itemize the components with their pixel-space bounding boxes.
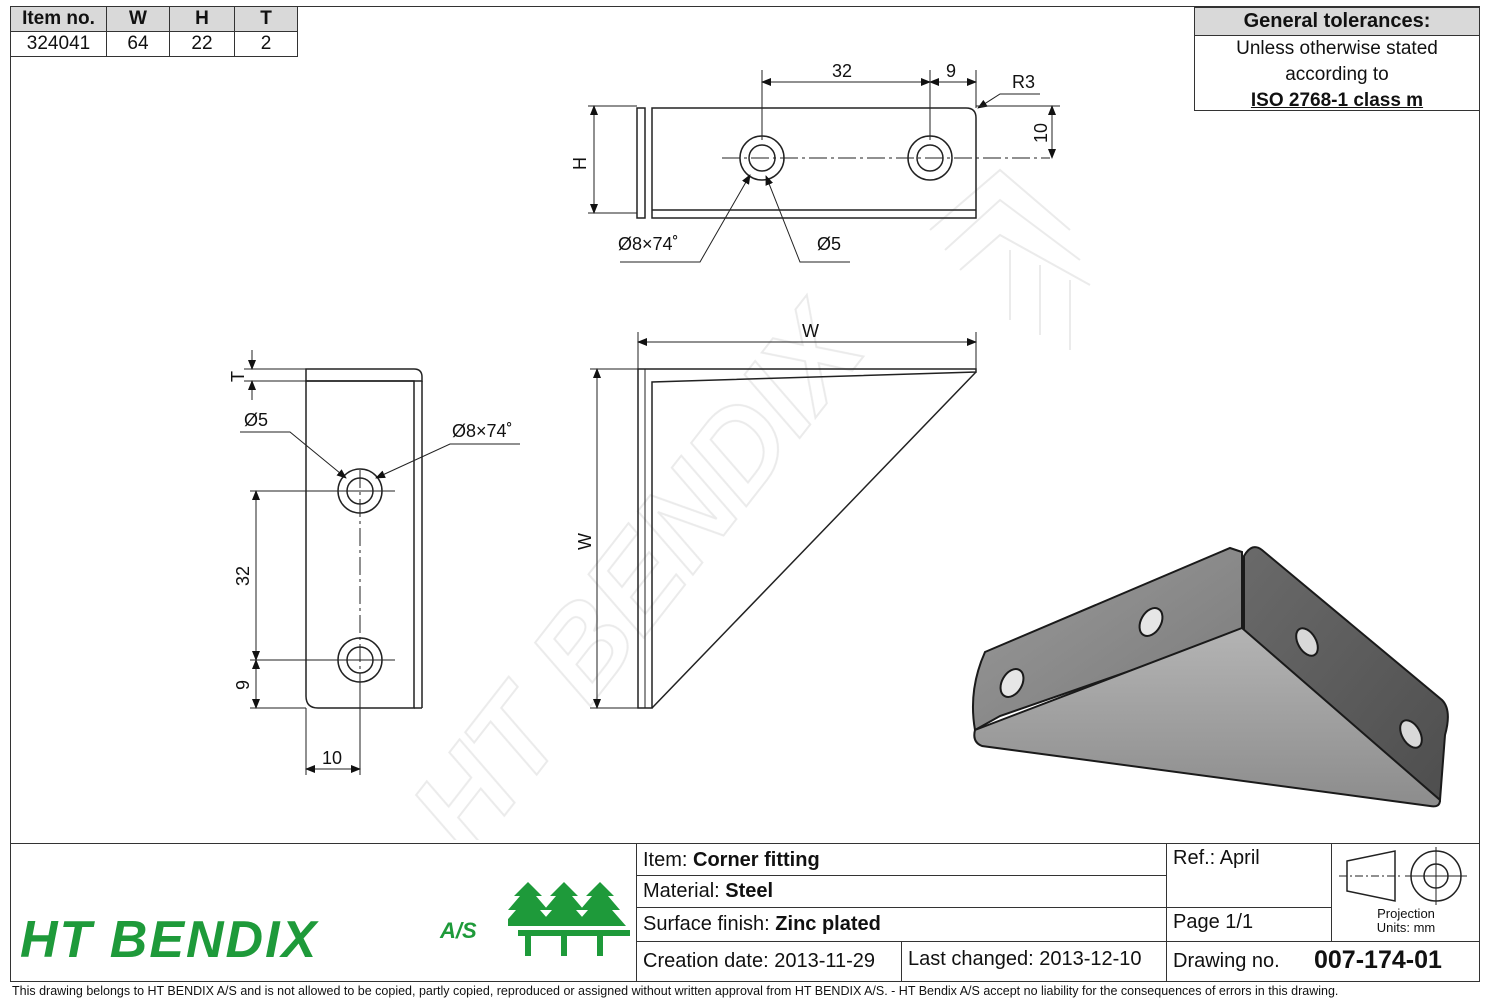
tolerances-line2: according to xyxy=(1285,64,1389,85)
material-value: Steel xyxy=(725,880,774,902)
tb-divider xyxy=(901,941,902,982)
page-label: Page 1/1 xyxy=(1173,911,1254,933)
material-field: Material: Steel xyxy=(643,880,773,903)
t-value: 2 xyxy=(234,31,298,57)
tolerances-box: General tolerances: Unless otherwise sta… xyxy=(1194,7,1480,111)
dim-top-r3: R3 xyxy=(1012,72,1035,92)
projection-label: Projection xyxy=(1377,906,1435,921)
dim-top-hole: Ø5 xyxy=(817,234,841,254)
ref-field: Ref.: April xyxy=(1173,847,1260,870)
creation-label: Creation date: xyxy=(643,950,769,972)
surface-label: Surface finish: xyxy=(643,913,770,935)
dim-top-h: H xyxy=(570,157,590,170)
svg-text:HT BENDIX: HT BENDIX xyxy=(385,278,893,840)
dim-top-10: 10 xyxy=(1031,123,1051,143)
surface-value: Zinc plated xyxy=(775,913,881,935)
item-no-value: 324041 xyxy=(10,31,107,57)
dim-side-countersink: Ø8×74˚ xyxy=(452,421,513,441)
dim-top-32: 32 xyxy=(832,61,852,81)
ref-label: Ref.: xyxy=(1173,847,1216,869)
item-table: Item no. W H T 324041 64 22 2 xyxy=(10,6,298,57)
dim-side-9: 9 xyxy=(233,680,253,690)
tb-divider xyxy=(636,941,1480,942)
dim-top-countersink: Ø8×74˚ xyxy=(618,234,679,254)
logo-trees-icon xyxy=(508,882,630,956)
tb-divider xyxy=(1166,843,1167,982)
tb-divider xyxy=(636,907,1332,908)
changed-label: Last changed: xyxy=(908,948,1034,970)
changed-field: Last changed: 2013-12-10 xyxy=(908,948,1142,971)
tolerances-line1: Unless otherwise stated xyxy=(1236,38,1438,59)
item-value: Corner fitting xyxy=(693,849,820,871)
changed-value: 2013-12-10 xyxy=(1039,948,1142,970)
tb-divider xyxy=(636,875,1167,876)
front-view xyxy=(590,332,977,709)
units-label: Units: mm xyxy=(1376,920,1436,935)
dim-front-w-top: W xyxy=(802,321,819,341)
footer-disclaimer: This drawing belongs to HT BENDIX A/S an… xyxy=(12,984,1339,998)
drawing-label: Drawing no. xyxy=(1173,950,1280,972)
drawing-number: 007-174-01 xyxy=(1314,946,1442,974)
side-view xyxy=(240,350,520,775)
material-label: Material: xyxy=(643,880,720,902)
logo-text: HT BENDIX xyxy=(20,911,319,969)
technical-drawing: HT BENDIX xyxy=(228,61,1449,840)
dim-top-9: 9 xyxy=(946,61,956,81)
w-value: 64 xyxy=(106,31,170,57)
surface-field: Surface finish: Zinc plated xyxy=(643,913,881,936)
top-view xyxy=(588,70,1060,263)
logo-suffix: A/S xyxy=(440,918,477,943)
creation-value: 2013-11-29 xyxy=(774,950,876,972)
tb-divider xyxy=(636,843,637,982)
tolerances-standard: ISO 2768-1 class m xyxy=(1250,90,1424,111)
title-block xyxy=(10,843,1480,982)
dim-side-hole: Ø5 xyxy=(244,410,268,430)
item-field: Item: Corner fitting xyxy=(643,849,820,872)
ref-value: April xyxy=(1219,847,1260,869)
dim-side-10: 10 xyxy=(322,748,342,768)
tolerances-title: General tolerances: xyxy=(1195,8,1479,36)
tb-divider xyxy=(1331,843,1332,941)
item-label: Item: xyxy=(643,849,688,871)
dim-front-w-side: W xyxy=(575,533,595,550)
t-header: T xyxy=(234,6,298,32)
creation-field: Creation date: 2013-11-29 xyxy=(643,950,875,973)
company-logo: HT BENDIX A/S xyxy=(20,880,630,970)
isometric-render xyxy=(971,546,1449,808)
dim-side-t: T xyxy=(228,371,248,382)
dim-side-32: 32 xyxy=(233,566,253,586)
h-value: 22 xyxy=(169,31,235,57)
projection-symbol-icon xyxy=(1339,847,1467,905)
drawing-frame xyxy=(10,6,1480,982)
